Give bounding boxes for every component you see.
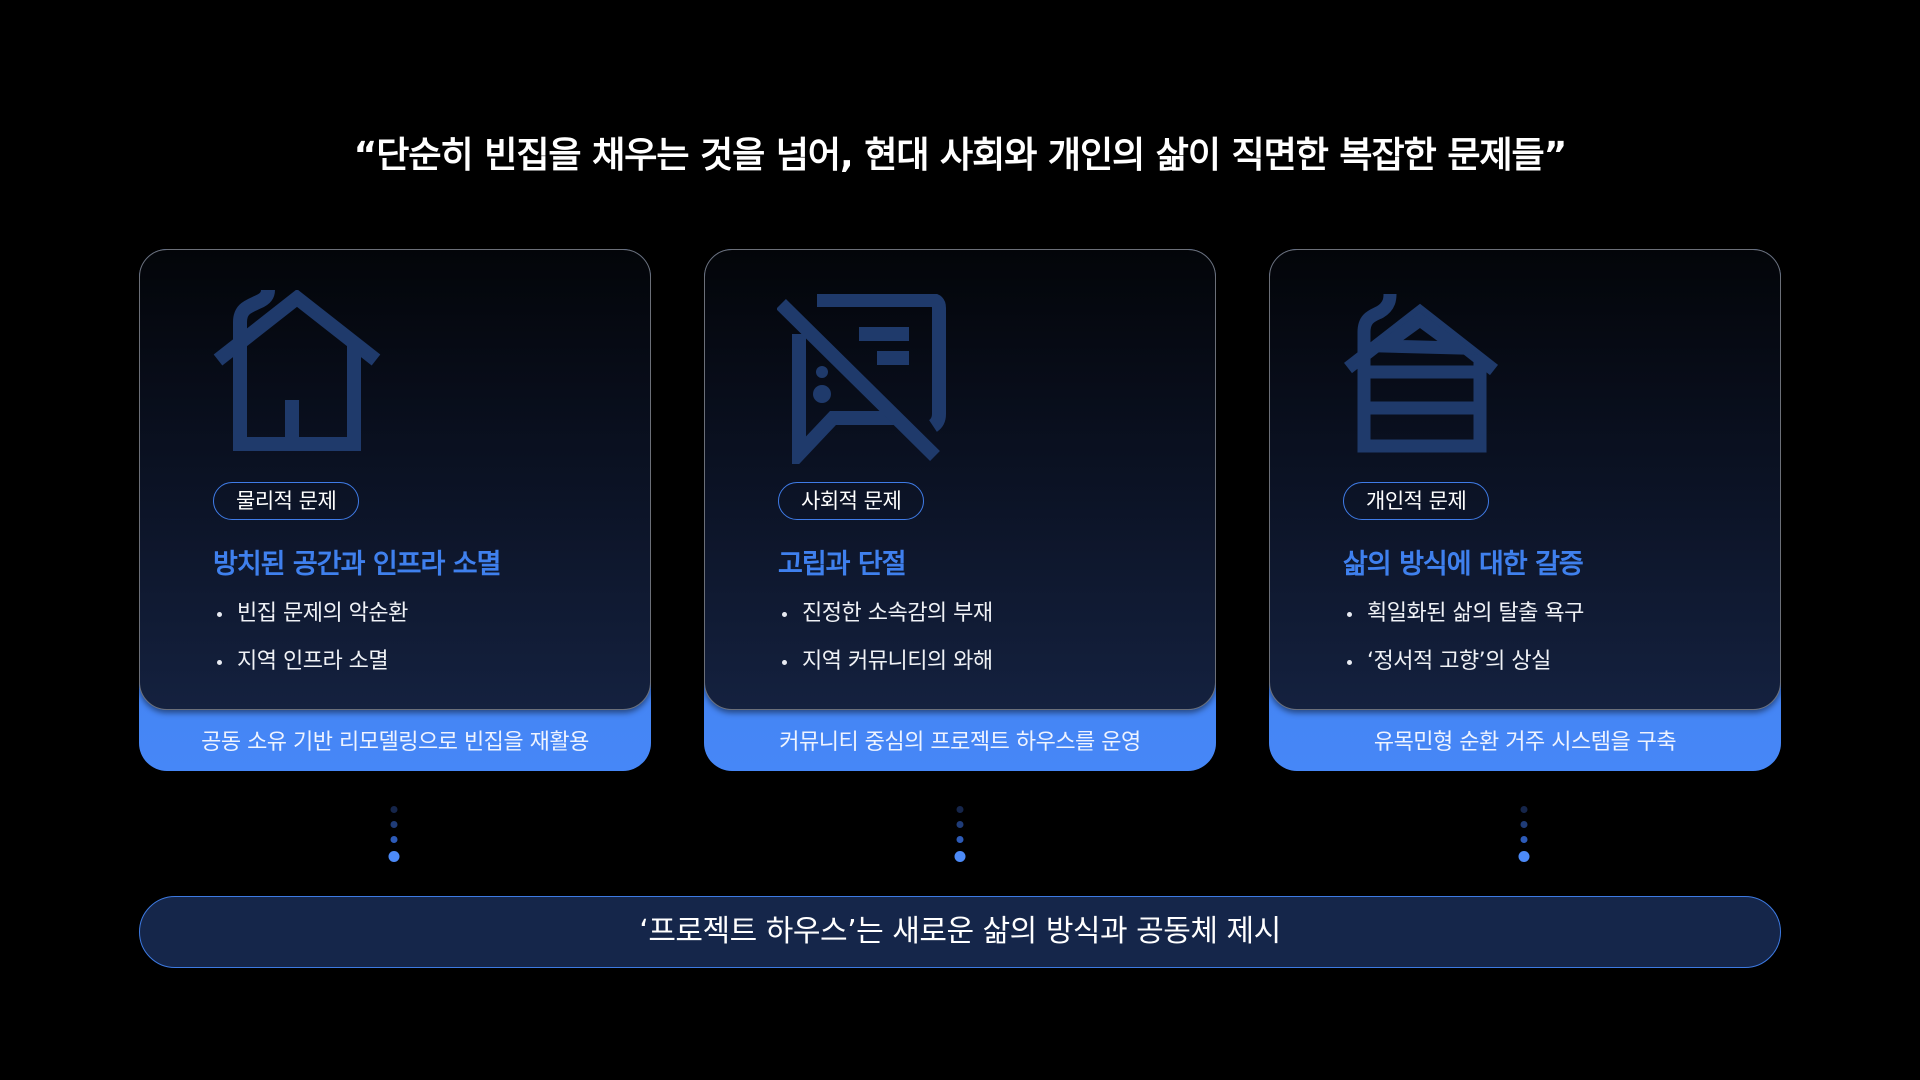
category-pill: 사회적 문제 bbox=[778, 482, 925, 520]
problem-card-social: 사회적 문제 고립과 단절 진정한 소속감의 부재 지역 커뮤니티의 와해 커뮤… bbox=[704, 249, 1216, 771]
solution-text: 유목민형 순환 거주 시스템을 구축 bbox=[1373, 730, 1677, 755]
house-stacked-icon bbox=[1342, 290, 1512, 460]
bullet-dot-icon bbox=[1347, 612, 1352, 617]
connector-dots-icon bbox=[388, 804, 400, 864]
bullet-text: 지역 커뮤니티의 와해 bbox=[802, 649, 993, 674]
problem-card-personal: 개인적 문제 삶의 방식에 대한 갈증 획일화된 삶의 탈출 욕구 ‘정서적 고… bbox=[1269, 249, 1781, 771]
bullet-list: 진정한 소속감의 부재 지역 커뮤니티의 와해 bbox=[778, 600, 993, 696]
bullet-list: 빈집 문제의 악순환 지역 인프라 소멸 bbox=[213, 600, 408, 696]
bullet-dot-icon bbox=[217, 660, 222, 665]
solution-text: 공동 소유 기반 리모델링으로 빈집을 재활용 bbox=[201, 730, 589, 755]
solution-text: 커뮤니티 중심의 프로젝트 하우스를 운영 bbox=[779, 730, 1141, 755]
bullet-item: ‘정서적 고향’의 상실 bbox=[1343, 648, 1584, 696]
category-pill: 개인적 문제 bbox=[1343, 482, 1490, 520]
bullet-dot-icon bbox=[1347, 660, 1352, 665]
card-body: 사회적 문제 고립과 단절 진정한 소속감의 부재 지역 커뮤니티의 와해 bbox=[704, 249, 1216, 710]
card-body: 개인적 문제 삶의 방식에 대한 갈증 획일화된 삶의 탈출 욕구 ‘정서적 고… bbox=[1269, 249, 1781, 710]
card-heading: 방치된 공간과 인프라 소멸 bbox=[213, 549, 501, 580]
bullet-text: 진정한 소속감의 부재 bbox=[802, 601, 993, 626]
connector-dots-icon bbox=[954, 804, 966, 864]
bullet-list: 획일화된 삶의 탈출 욕구 ‘정서적 고향’의 상실 bbox=[1343, 600, 1584, 696]
bullet-item: 빈집 문제의 악순환 bbox=[213, 600, 408, 648]
chat-off-icon bbox=[776, 293, 947, 472]
bullet-item: 획일화된 삶의 탈출 욕구 bbox=[1343, 600, 1584, 648]
conclusion-banner: ‘프로젝트 하우스’는 새로운 삶의 방식과 공동체 제시 bbox=[139, 896, 1781, 968]
bullet-item: 지역 커뮤니티의 와해 bbox=[778, 648, 993, 696]
page-title: “단순히 빈집을 채우는 것을 넘어, 현대 사회와 개인의 삶이 직면한 복잡… bbox=[353, 135, 1568, 176]
problem-card-physical: 물리적 문제 방치된 공간과 인프라 소멸 빈집 문제의 악순환 지역 인프라 … bbox=[139, 249, 651, 771]
category-pill: 물리적 문제 bbox=[213, 482, 360, 520]
bullet-dot-icon bbox=[782, 660, 787, 665]
house-chimney-icon bbox=[212, 289, 382, 460]
bullet-text: 획일화된 삶의 탈출 욕구 bbox=[1367, 601, 1584, 626]
bullet-dot-icon bbox=[782, 612, 787, 617]
bullet-text: 빈집 문제의 악순환 bbox=[237, 601, 408, 626]
card-body: 물리적 문제 방치된 공간과 인프라 소멸 빈집 문제의 악순환 지역 인프라 … bbox=[139, 249, 651, 710]
card-heading: 삶의 방식에 대한 갈증 bbox=[1343, 549, 1584, 580]
connector-dots-icon bbox=[1518, 804, 1530, 864]
bullet-text: 지역 인프라 소멸 bbox=[237, 649, 389, 674]
card-heading: 고립과 단절 bbox=[778, 549, 907, 580]
bullet-text: ‘정서적 고향’의 상실 bbox=[1367, 649, 1551, 674]
bullet-dot-icon bbox=[217, 612, 222, 617]
bullet-item: 지역 인프라 소멸 bbox=[213, 648, 408, 696]
bullet-item: 진정한 소속감의 부재 bbox=[778, 600, 993, 648]
